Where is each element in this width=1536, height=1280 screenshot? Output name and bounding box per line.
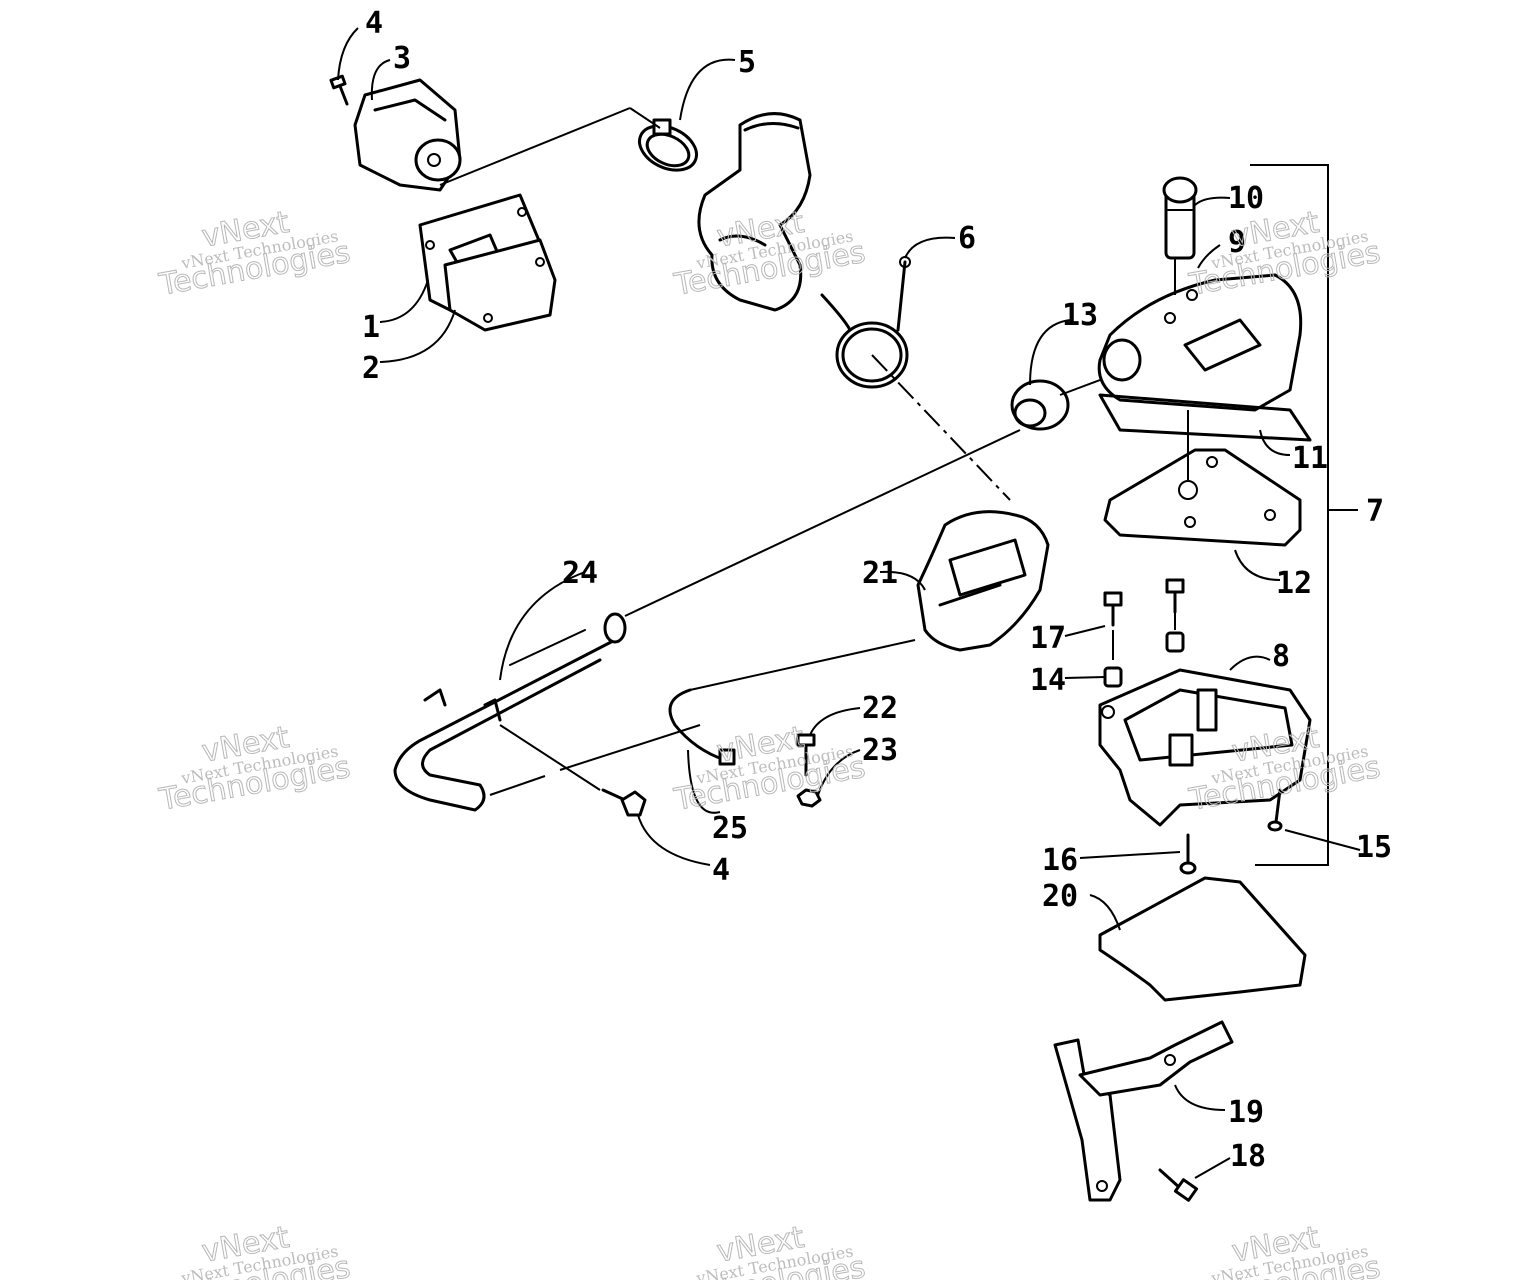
watermark-top-right: vNext vNext Technologies Technologies: [1186, 204, 1384, 303]
callout-3: 3: [393, 41, 411, 76]
callout-8: 8: [1272, 639, 1290, 674]
oil-pump-part-3: [353, 78, 462, 192]
callout-9: 9: [1228, 225, 1246, 260]
watermark-top-left: vNext vNext Technologies Technologies: [156, 204, 354, 303]
callout-6: 6: [958, 221, 976, 256]
bolt-part-17-right: [1165, 578, 1185, 614]
callout-14: 14: [1030, 663, 1066, 698]
watermark-top-center: vNext vNext Technologies Technologies: [671, 204, 869, 303]
spacer-part-14-left: [1103, 666, 1123, 688]
callout-5: 5: [738, 45, 756, 80]
spacer-part-14-right: [1165, 631, 1185, 653]
watermark-mid-left: vNext vNext Technologies Technologies: [156, 719, 354, 818]
callout-22: 22: [862, 691, 898, 726]
callout-16: 16: [1042, 843, 1078, 878]
callout-leaders: [337, 27, 1361, 1179]
gasket-part-12: [1103, 448, 1302, 547]
grommet-part-13: [1010, 379, 1070, 431]
callout-11: 11: [1292, 441, 1328, 476]
callout-1: 1: [362, 310, 380, 345]
watermark-bottom-left: vNext vNext Technologies Technologies: [156, 1219, 354, 1280]
callout-4-bottom: 4: [712, 853, 730, 888]
callout-7: 7: [1366, 494, 1384, 529]
watermark-bottom-center: vNext vNext Technologies Technologies: [671, 1219, 869, 1280]
intake-manifold: [697, 112, 812, 312]
callout-15: 15: [1356, 830, 1392, 865]
bolt-part-17-left: [1103, 591, 1123, 627]
filler-neck-part-10: [1162, 176, 1198, 260]
callout-25: 25: [712, 811, 748, 846]
pad-part-20: [1098, 876, 1307, 1002]
callout-24: 24: [562, 556, 598, 591]
watermark-bottom-right: vNext vNext Technologies Technologies: [1186, 1219, 1384, 1280]
tank-body-part-11: [1098, 393, 1312, 442]
clamp-part-25: [668, 688, 736, 766]
callout-23: 23: [862, 733, 898, 768]
callout-4-top: 4: [365, 6, 383, 41]
tank-base-part-8: [1098, 668, 1312, 827]
callout-19: 19: [1228, 1095, 1264, 1130]
hose-part-24: [393, 612, 627, 812]
callout-13: 13: [1062, 298, 1098, 333]
screw-part-15: [1267, 788, 1283, 832]
callout-18: 18: [1230, 1139, 1266, 1174]
bolt-part-4-bottom: [601, 788, 647, 817]
callout-2: 2: [362, 351, 380, 386]
callout-17: 17: [1030, 621, 1066, 656]
assembly-bracket-7: [1250, 164, 1358, 866]
tank-cap-part-9: [1097, 273, 1303, 412]
bolt-part-18: [1158, 1168, 1199, 1202]
intake-boot-part-21: [916, 510, 1050, 652]
screw-part-22: [796, 733, 816, 777]
gasket-part-2: [443, 238, 557, 332]
callout-12: 12: [1276, 566, 1312, 601]
callout-20: 20: [1042, 879, 1078, 914]
filter-element-part-6: [820, 256, 911, 389]
callout-21: 21: [862, 556, 898, 591]
bracket-part-19: [1053, 1020, 1234, 1202]
callout-10: 10: [1228, 181, 1264, 216]
screw-part-16: [1179, 833, 1197, 875]
screw-part-4-top: [329, 74, 349, 106]
assembly-lines: [439, 107, 1189, 796]
nut-part-23: [796, 788, 822, 808]
hose-clamp-part-5: [638, 118, 698, 172]
callout-labels: 1 2 3 4 4 5 6 7 8 9 10 11 12 13 14 15 16…: [362, 6, 1392, 1174]
